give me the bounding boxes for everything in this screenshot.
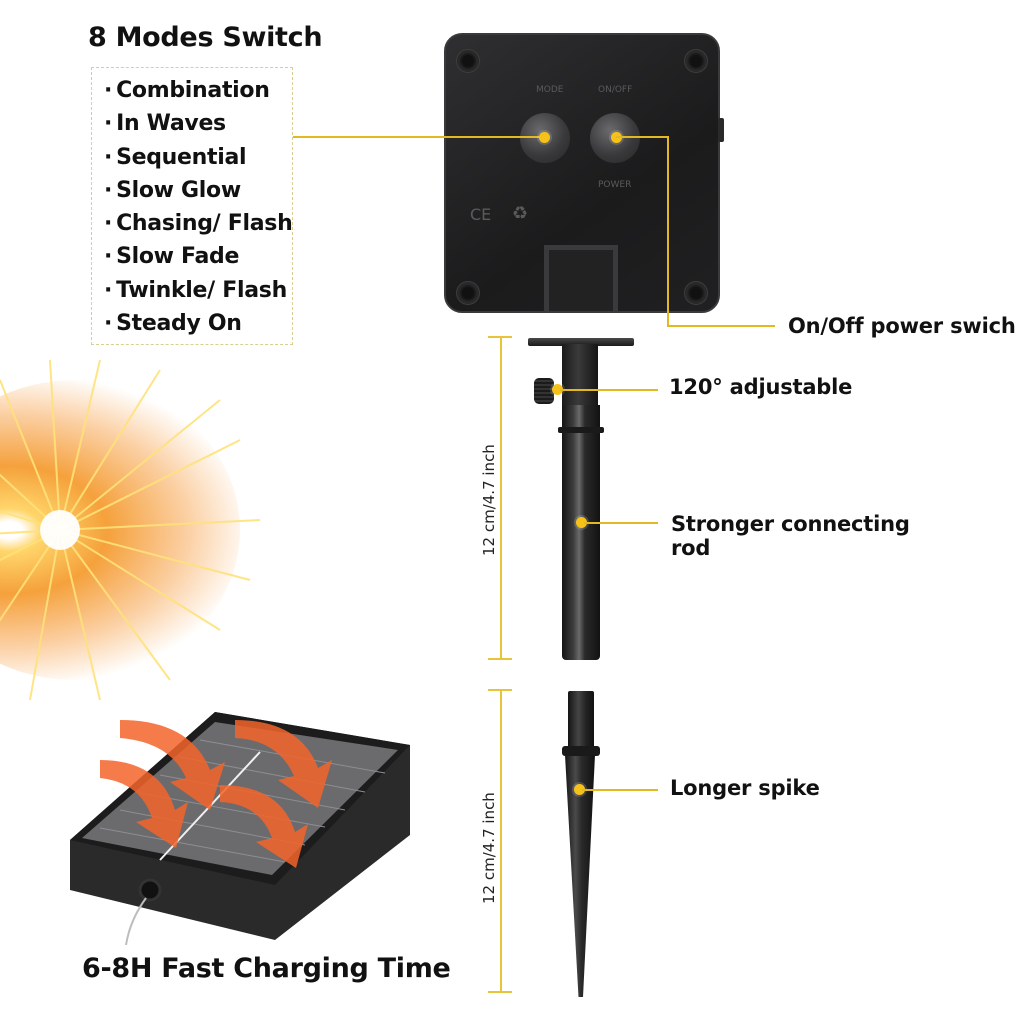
callout-dot-icon [552,384,563,395]
mount-tab [544,245,618,311]
power-switch-label: On/Off power swich [788,314,1016,338]
rod-label-line2: rod [671,536,711,560]
mode-item: Combination [104,74,292,107]
callout-dot-icon [539,132,550,143]
leader-line [584,522,658,524]
screw-icon [684,49,708,73]
rod-label: Stronger connecting rod [671,512,910,560]
modes-list: Combination In Waves Sequential Slow Glo… [104,74,293,340]
spike-top [568,691,594,747]
solar-panel [70,712,410,945]
mode-engraving: MODE [536,85,564,95]
connecting-rod [562,405,600,660]
spike-label: Longer spike [670,776,820,800]
spike-dimension-label: 12 cm/4.7 inch [480,792,498,904]
screw-icon [684,281,708,305]
dim-cap [488,658,512,660]
mode-item: Chasing/ Flash [104,207,293,240]
cable-port [718,118,724,142]
rod-head [562,344,598,406]
rod-label-line1: Stronger connecting [671,512,910,536]
dim-bar [500,336,502,660]
rod-collar [558,427,604,433]
modes-title: 8 Modes Switch [88,22,323,53]
dim-bar [500,689,502,993]
spike-collar [562,746,600,756]
mode-item: Steady On [104,307,292,340]
leader-line [582,789,658,791]
leader-line [293,136,543,138]
mode-item: In Waves [104,107,292,140]
controller-box: MODE ON/OFF POWER CE ♻ [444,33,720,313]
callout-dot-icon [574,784,585,795]
leader-line [616,136,668,138]
mode-item: Sequential [104,141,292,174]
dim-cap [488,991,512,993]
power-engraving: POWER [598,180,632,190]
mode-item: Slow Fade [104,240,292,273]
leader-line [560,389,658,391]
callout-dot-icon [576,517,587,528]
mode-item: Twinkle/ Flash [104,274,292,307]
adjust-knob [534,378,554,404]
rod-dimension-label: 12 cm/4.7 inch [480,444,498,556]
charging-title: 6-8H Fast Charging Time [82,953,451,984]
onoff-engraving: ON/OFF [598,85,633,95]
rod-bracket [528,338,634,346]
modes-box [91,67,293,345]
adjustable-label: 120° adjustable [669,375,853,399]
screw-icon [456,49,480,73]
recycle-icon: ♻ [512,203,529,224]
leader-line [667,325,775,327]
sun-icon [0,360,260,700]
screw-icon [456,281,480,305]
mode-item: Slow Glow [104,174,292,207]
ce-mark-icon: CE [470,205,492,224]
leader-line [667,136,669,326]
